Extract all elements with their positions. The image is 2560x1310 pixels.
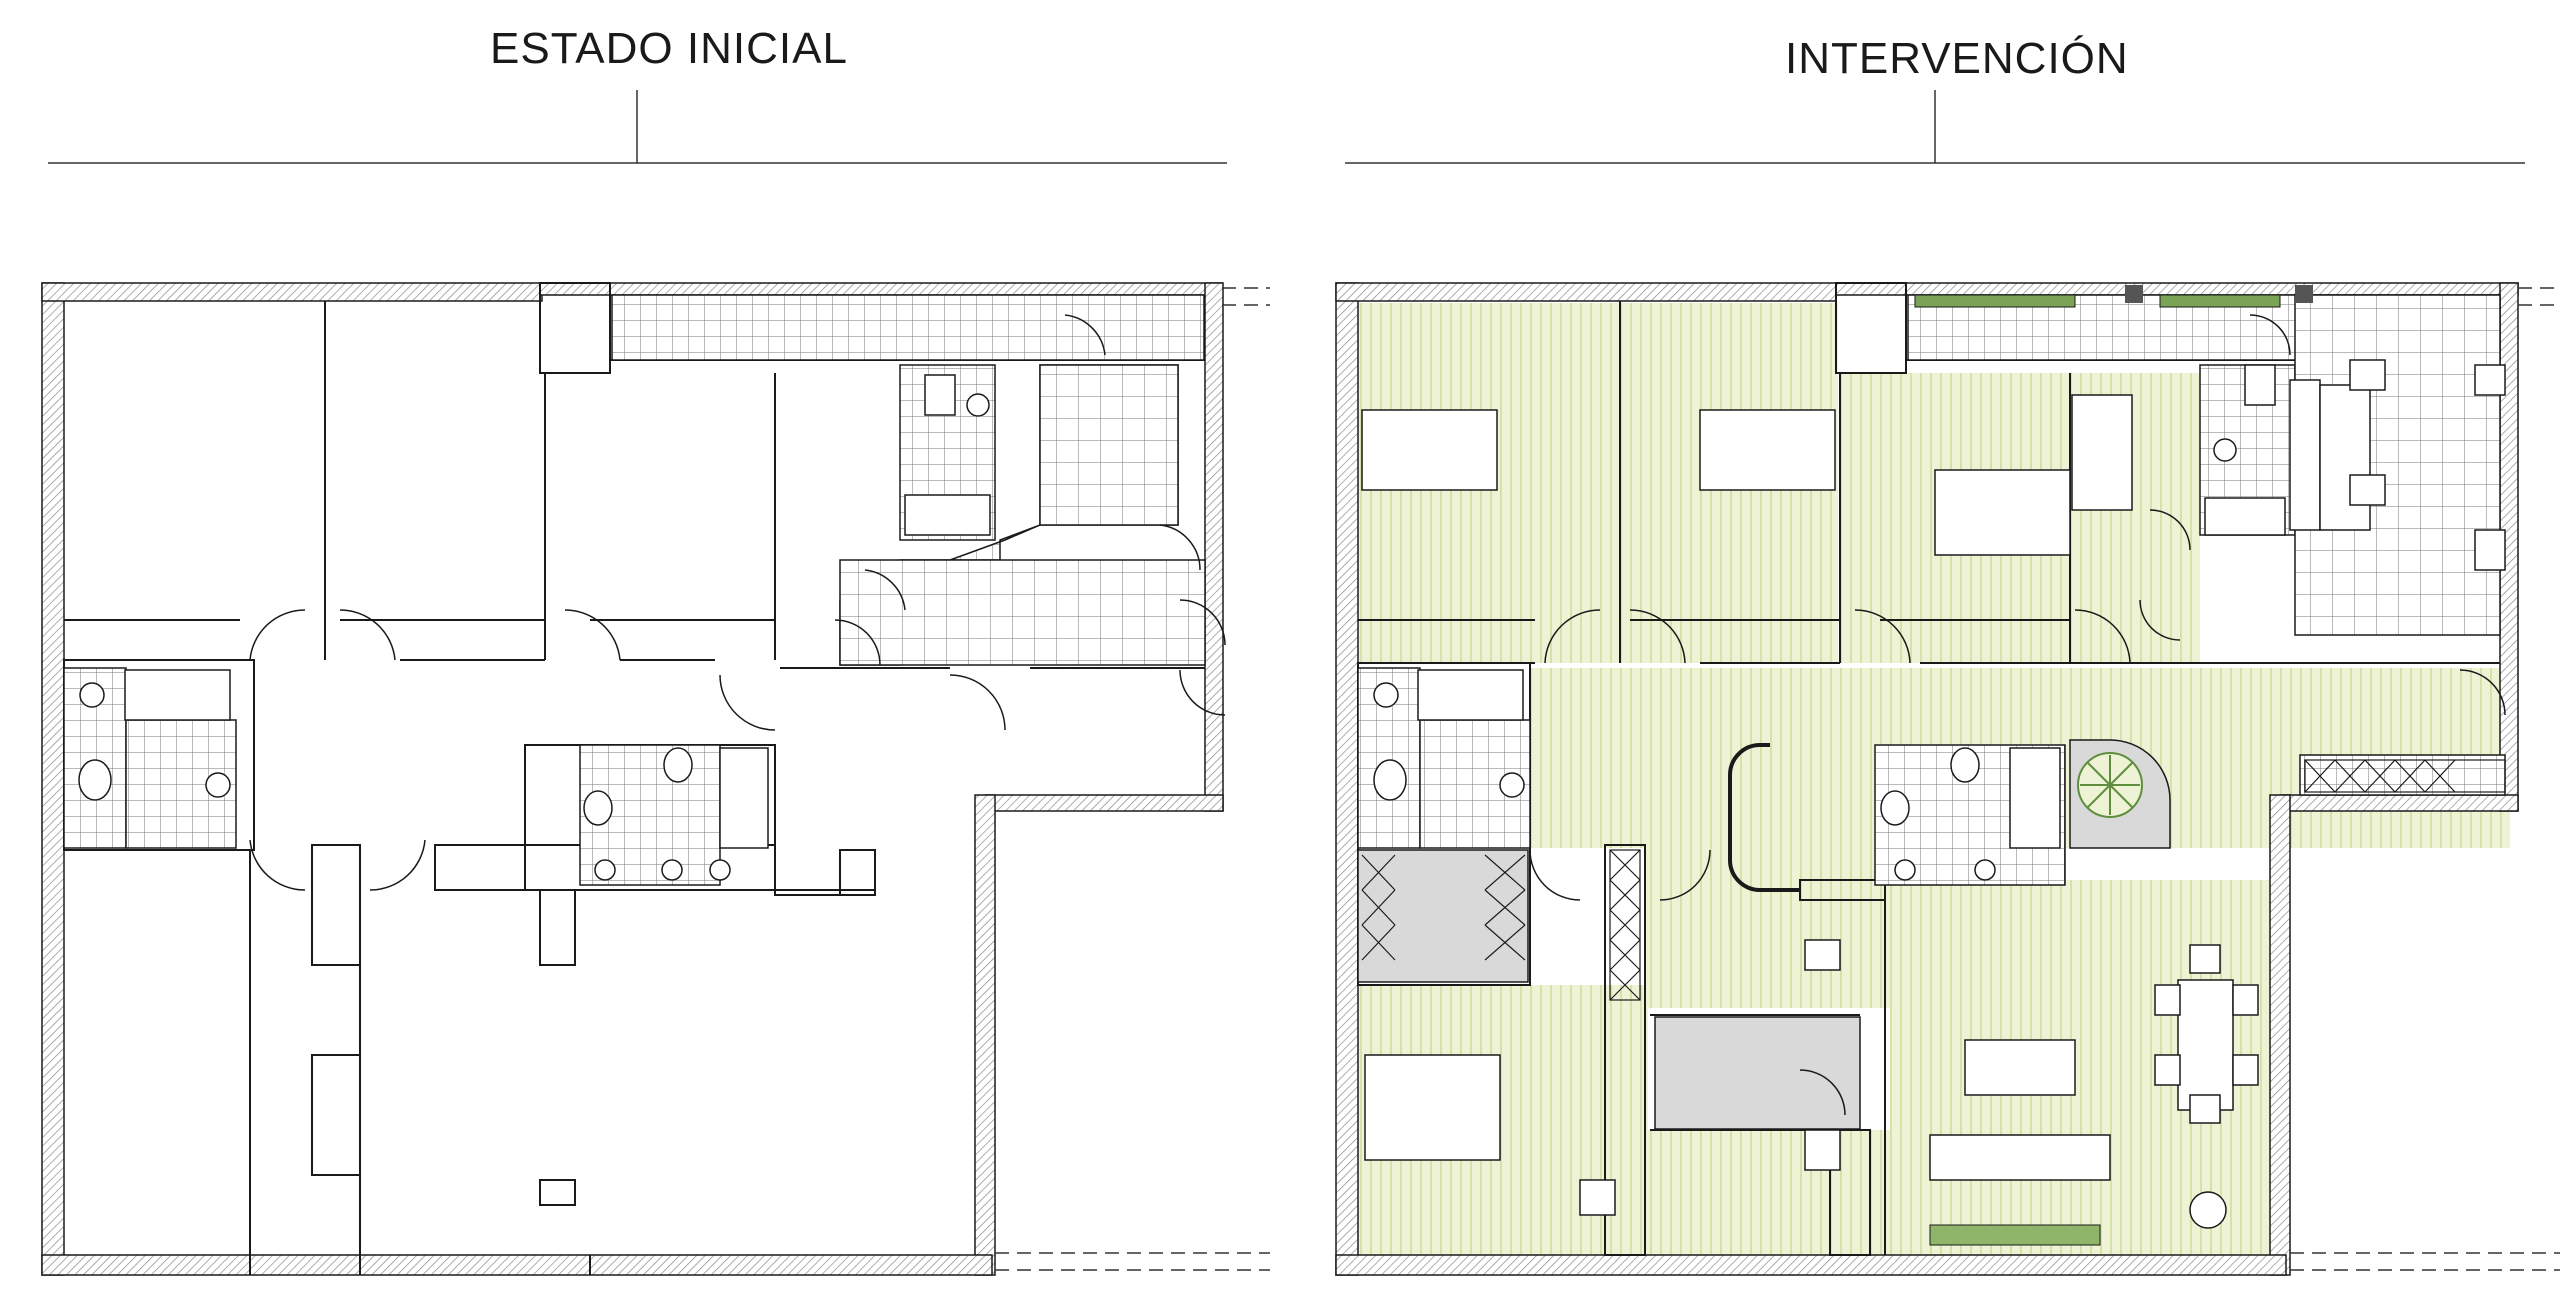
wc-icon bbox=[1373, 759, 1407, 801]
kitchen-counter bbox=[2289, 379, 2321, 531]
tiled-floors bbox=[63, 294, 1206, 886]
kitchen-island bbox=[2319, 384, 2371, 531]
fixtures-intervention bbox=[1373, 359, 2506, 1216]
cabinet bbox=[1579, 1179, 1616, 1216]
dining-table-icon bbox=[2177, 979, 2234, 1111]
sink-icon bbox=[709, 859, 731, 881]
bed-icon bbox=[1361, 409, 1498, 491]
column bbox=[2125, 285, 2143, 303]
wc-icon bbox=[1950, 747, 1980, 783]
sink-icon bbox=[594, 859, 616, 881]
stove-icon bbox=[2204, 497, 2286, 536]
chair bbox=[2154, 1054, 2181, 1086]
bed-icon bbox=[1699, 409, 1836, 491]
chair bbox=[2189, 1094, 2221, 1124]
stool bbox=[2349, 474, 2386, 506]
sofa-icon bbox=[1929, 1134, 2111, 1181]
plant-planter-icon bbox=[1914, 294, 2076, 308]
wc-icon bbox=[2244, 364, 2276, 406]
sink-icon bbox=[1894, 859, 1916, 881]
column bbox=[2295, 285, 2313, 303]
beds bbox=[1361, 394, 2133, 1161]
wc-icon bbox=[663, 747, 693, 783]
bed-icon bbox=[2071, 394, 2133, 511]
sink-icon bbox=[2474, 364, 2506, 396]
sink-icon bbox=[2213, 438, 2237, 462]
plant-planter-icon bbox=[1929, 1224, 2101, 1246]
panel-title-intervention: INTERVENCIÓN bbox=[1785, 34, 2129, 83]
sink-icon bbox=[1373, 682, 1399, 708]
plant-icon bbox=[2189, 1191, 2227, 1229]
wc-icon bbox=[924, 374, 956, 416]
sink-icon bbox=[661, 859, 683, 881]
coffee-table bbox=[1964, 1039, 2076, 1096]
wardrobes bbox=[1361, 759, 2506, 1001]
facade-dashes-initial bbox=[995, 287, 1270, 1271]
sink-icon bbox=[79, 682, 105, 708]
exterior-walls bbox=[1335, 282, 2519, 1276]
facade-dashes-intervention bbox=[2290, 287, 2560, 1271]
bath-pod-curved-wall bbox=[1728, 743, 1800, 892]
bed-icon bbox=[1364, 1054, 1501, 1161]
sink-icon bbox=[205, 772, 231, 798]
stool bbox=[2349, 359, 2386, 391]
panel-intervention bbox=[1335, 90, 2560, 1276]
fixtures-initial bbox=[78, 374, 991, 881]
wc-icon bbox=[1880, 790, 1910, 826]
wc-icon bbox=[583, 790, 613, 826]
chair bbox=[2232, 1054, 2259, 1086]
stove-icon bbox=[2474, 529, 2506, 571]
chair bbox=[2232, 984, 2259, 1016]
plant-planter-icon bbox=[2159, 294, 2281, 308]
exterior-walls bbox=[41, 282, 1224, 1276]
cabinet bbox=[1804, 939, 1841, 971]
cabinet bbox=[1804, 1129, 1841, 1171]
bed-icon bbox=[1934, 469, 2071, 556]
sink-icon bbox=[966, 393, 990, 417]
chair bbox=[2189, 944, 2221, 974]
planters bbox=[1914, 285, 2313, 1246]
bathtub-icon bbox=[124, 669, 231, 721]
tree-icon bbox=[2080, 755, 2140, 815]
panel-initial-state bbox=[41, 90, 1270, 1276]
stove-icon bbox=[904, 494, 991, 536]
sink-icon bbox=[1974, 859, 1996, 881]
panel-title-initial-state: ESTADO INICIAL bbox=[490, 24, 848, 73]
wc-icon bbox=[78, 759, 112, 801]
bathtub-icon bbox=[719, 747, 769, 849]
chair bbox=[2154, 984, 2181, 1016]
bathtub-icon bbox=[2009, 747, 2061, 849]
doors-intervention bbox=[1529, 314, 2506, 1116]
bathtub-icon bbox=[1417, 669, 1524, 721]
doors-initial bbox=[249, 314, 1226, 891]
sink-icon bbox=[1499, 772, 1525, 798]
